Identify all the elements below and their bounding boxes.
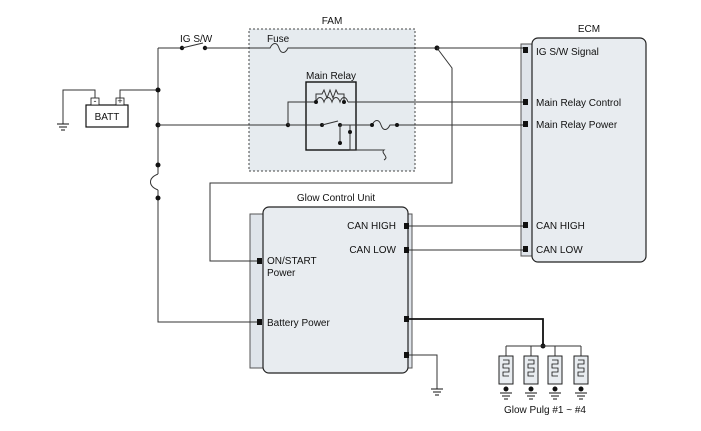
gcu-label: Glow Control Unit	[297, 193, 376, 204]
glow-plug-4	[573, 346, 589, 400]
gcu-pin-can-low	[404, 247, 409, 253]
junction-dot	[342, 100, 346, 104]
main-relay-label: Main Relay	[306, 71, 356, 82]
fuse-label: Fuse	[267, 34, 290, 45]
ecm-label: ECM	[578, 24, 600, 35]
gcu-left-connector	[249, 213, 265, 369]
ig-sw-label: IG S/W	[180, 34, 213, 45]
junction-dot	[338, 141, 342, 145]
gcu-on-start-power-label: Power	[267, 268, 296, 279]
battery-ground-icon	[57, 123, 69, 131]
glow-plug-3	[547, 346, 563, 400]
gcu-battery-power-label: Battery Power	[267, 318, 330, 329]
gcu-pin-battery	[257, 319, 262, 325]
ecm-pin-can-high	[523, 222, 528, 228]
battery-positive-wire	[119, 89, 158, 98]
gcu-can-low-label: CAN LOW	[349, 245, 396, 256]
gcu-ground-icon	[431, 388, 443, 396]
junction-dot	[348, 130, 352, 134]
battery-ground-wire	[62, 89, 96, 124]
ig-signal-wire	[262, 43, 437, 53]
junction-dot	[155, 162, 161, 168]
gcu-pin-glow-out	[404, 316, 409, 322]
ecm-ig-sw-signal-label: IG S/W Signal	[536, 47, 599, 58]
ecm-can-low-label: CAN LOW	[536, 245, 583, 256]
gcu-ground-wire	[409, 354, 438, 389]
main-relay-box	[305, 81, 357, 151]
glow-plug-1	[498, 346, 514, 400]
ecm-pin-ig	[523, 47, 528, 53]
battery-trunk-fuse-icon	[150, 173, 159, 191]
battery-neg-sign: -	[94, 96, 97, 106]
ecm-main-relay-control-label: Main Relay Control	[536, 98, 621, 109]
relay-resistor-icon	[315, 88, 345, 102]
battery-box	[85, 104, 129, 128]
ecm-pin-relay-control	[523, 99, 528, 105]
battery-power-wire	[157, 190, 257, 323]
relay-output-fuse-wire	[340, 120, 523, 130]
battery-label: BATT	[95, 112, 120, 123]
gcu-pin-ground	[404, 352, 409, 358]
junction-dot	[370, 123, 374, 127]
gcu-pin-on-start	[257, 258, 262, 264]
junction-dot	[314, 100, 318, 104]
ecm-pin-can-low	[523, 246, 528, 252]
glow-plugs-label: Glow Pulg #1 ~ #4	[504, 405, 586, 416]
relay-contact-blade	[321, 120, 339, 126]
ecm-box	[531, 37, 647, 263]
glow-output-wire	[409, 318, 544, 346]
gcu-on-start-label: ON/START	[267, 256, 317, 267]
battery-pos-sign: +	[117, 96, 122, 106]
relay-coil-feed	[287, 101, 316, 125]
junction-dot	[395, 123, 399, 127]
ecm-can-high-label: CAN HIGH	[536, 221, 585, 232]
ecm-pin-relay-power	[523, 121, 528, 127]
relay-branch-wire	[349, 125, 387, 161]
gcu-pin-can-high	[404, 223, 409, 229]
fam-label: FAM	[322, 16, 343, 27]
fam-box	[248, 28, 416, 172]
relay-coil-icon	[315, 97, 349, 104]
glow-plug-2	[523, 346, 539, 400]
ecm-main-relay-power-label: Main Relay Power	[536, 120, 618, 131]
ig-sw-blade	[181, 42, 204, 49]
gcu-box	[262, 206, 409, 374]
junction-dot	[155, 195, 161, 201]
gcu-can-high-label: CAN HIGH	[347, 221, 396, 232]
on-start-power-wire	[209, 47, 453, 262]
junction-dot	[155, 87, 161, 93]
